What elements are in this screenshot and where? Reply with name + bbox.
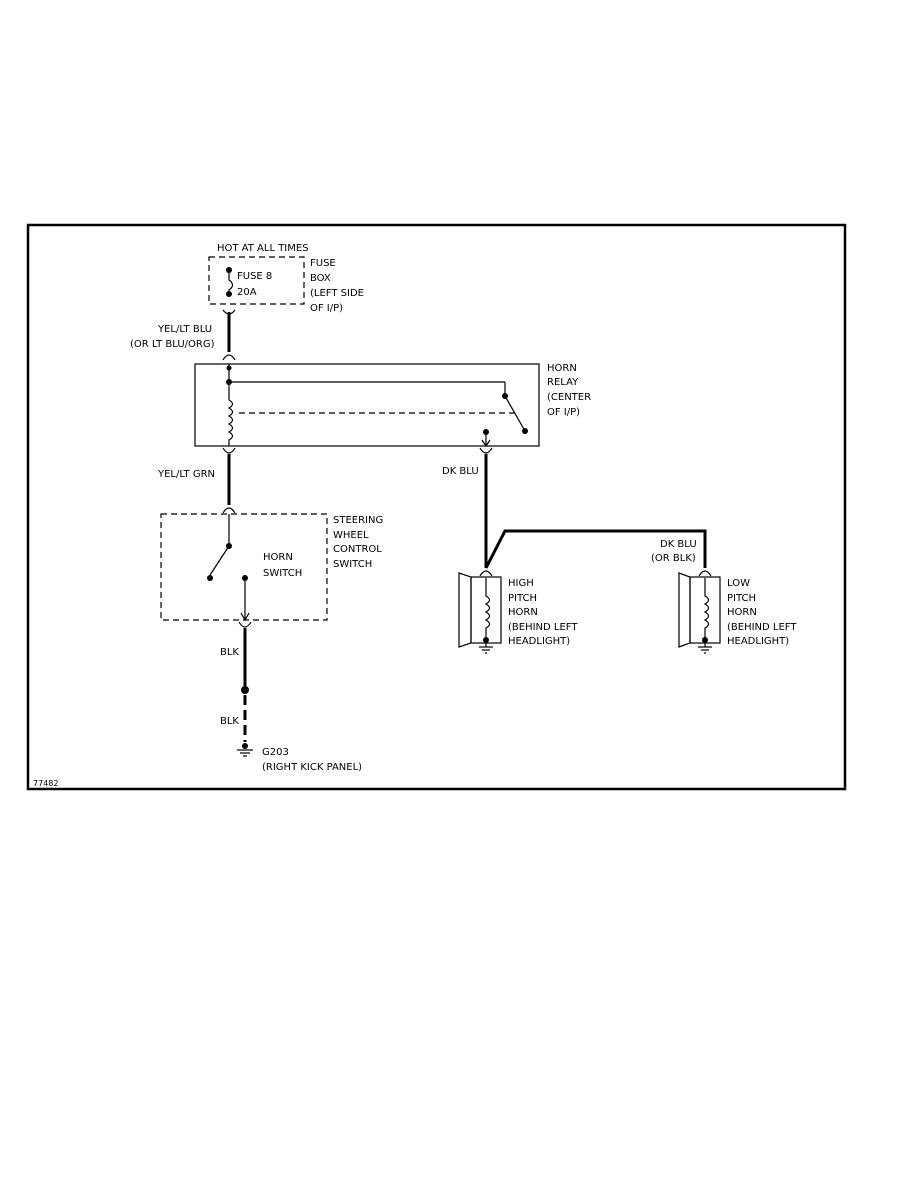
low-horn-label-2: PITCH xyxy=(727,593,756,604)
figure-id: 77482 xyxy=(33,779,58,788)
ground-splice xyxy=(241,686,249,694)
ground-id: G203 xyxy=(262,747,289,758)
fuse-box-label-3: (LEFT SIDE xyxy=(310,288,364,299)
relay-output-arrow xyxy=(481,439,491,448)
low-horn-branch-wire xyxy=(484,529,707,569)
steering-switch-label-1: STEERING xyxy=(333,515,383,526)
ground-wire-upper-color: BLK xyxy=(220,647,239,658)
fuse-box-label-4: OF I/P) xyxy=(310,303,343,314)
feed-wire-color: YEL/LT BLU xyxy=(157,324,212,335)
ground-point-dot xyxy=(242,743,248,749)
horn-relay-label-2: RELAY xyxy=(547,377,579,388)
horn-switch-label-1: HORN xyxy=(263,552,293,563)
high-horn-coil xyxy=(484,578,491,640)
low-horn-label-1: LOW xyxy=(727,578,750,589)
horn-relay-label-1: HORN xyxy=(547,363,577,374)
low-horn-label-4: (BEHIND LEFT xyxy=(727,622,797,633)
switch-out-connector xyxy=(238,621,252,628)
steering-switch-outline xyxy=(160,513,328,621)
fuse-bottom-terminal xyxy=(226,291,232,297)
relay-junction-top xyxy=(226,365,232,371)
diagram-frame xyxy=(26,223,847,791)
high-horn-label-4: (BEHIND LEFT xyxy=(508,622,578,633)
horn-relay-label-3: (CENTER xyxy=(547,392,591,403)
low-horn-label-5: HEADLIGHT) xyxy=(727,636,789,647)
low-horn-connector xyxy=(698,570,712,577)
low-horn-coil xyxy=(703,578,710,640)
relay-coil xyxy=(227,399,234,446)
high-horn-label-1: HIGH xyxy=(508,578,534,589)
relay-coil-out-connector xyxy=(222,447,236,454)
high-horn-label-3: HORN xyxy=(508,607,538,618)
relay-contact-moving xyxy=(522,428,528,434)
fuse-rating: 20A xyxy=(237,287,257,298)
low-horn-ground-dot xyxy=(702,637,708,643)
horn-relay-box xyxy=(194,363,540,447)
fuse-box-outline xyxy=(208,256,305,305)
horn-relay-label-4: OF I/P) xyxy=(547,407,580,418)
relay-in-connector xyxy=(222,354,236,361)
horn-switch-lower-contact xyxy=(207,575,213,581)
high-horn-speaker-icon xyxy=(458,572,502,648)
steering-switch-label-4: SWITCH xyxy=(333,559,372,570)
low-horn-label-3: HORN xyxy=(727,607,757,618)
low-horn-speaker-icon xyxy=(678,572,721,648)
source-label: HOT AT ALL TIMES xyxy=(217,243,309,254)
high-horn-ground-dot xyxy=(483,637,489,643)
high-horn-ground-icon xyxy=(479,643,493,654)
switch-in-connector xyxy=(222,507,236,514)
fuse-name: FUSE 8 xyxy=(237,271,272,282)
horn-switch-ground-arrow xyxy=(240,612,250,622)
low-horn-wire-alt-color: (OR BLK) xyxy=(651,553,696,564)
high-horn-connector xyxy=(479,570,493,577)
low-horn-wire-color: DK BLU xyxy=(660,539,697,550)
ground-location: (RIGHT KICK PANEL) xyxy=(262,762,362,773)
horn-switch-arm xyxy=(209,545,230,576)
high-horn-label-2: PITCH xyxy=(508,593,537,604)
switch-feed-wire-color: YEL/LT GRN xyxy=(157,469,215,480)
fuse-box-label-1: FUSE xyxy=(310,258,336,269)
ground-wire-lower-color: BLK xyxy=(220,716,239,727)
relay-out-wire-color: DK BLU xyxy=(442,466,479,477)
feed-wire-alt-color: (OR LT BLU/ORG) xyxy=(130,339,215,350)
steering-switch-label-2: WHEEL xyxy=(333,530,369,541)
high-horn-label-5: HEADLIGHT) xyxy=(508,636,570,647)
relay-out-connector xyxy=(479,447,493,454)
ground-icon xyxy=(237,749,253,757)
fuse-symbol xyxy=(228,270,234,295)
fuse-box-label-2: BOX xyxy=(310,273,331,284)
low-horn-ground-icon xyxy=(698,643,712,654)
horn-switch-label-2: SWITCH xyxy=(263,568,302,579)
steering-switch-label-3: CONTROL xyxy=(333,544,382,555)
